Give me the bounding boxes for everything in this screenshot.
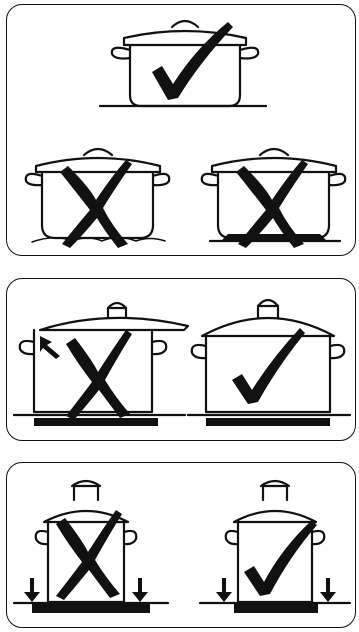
pot-wrong-zone-incorrect (12, 479, 170, 613)
pot-raised-base-incorrect (200, 147, 347, 243)
check-mark-icon (244, 520, 317, 596)
cross-mark-icon (236, 160, 308, 248)
panel-pot-lid-fit (6, 278, 356, 441)
pot-warped-base-incorrect (24, 147, 171, 243)
check-mark-icon (152, 22, 233, 100)
cross-mark-icon (56, 510, 122, 600)
cross-mark-icon (66, 330, 132, 420)
check-mark-icon (232, 328, 305, 404)
pot-flat-base-correct (98, 19, 268, 108)
pot-matching-zone-correct (198, 479, 352, 613)
panel-pot-on-zone (6, 462, 356, 628)
cross-mark-icon (60, 160, 132, 248)
pot-oversized-lid-incorrect (12, 301, 190, 426)
